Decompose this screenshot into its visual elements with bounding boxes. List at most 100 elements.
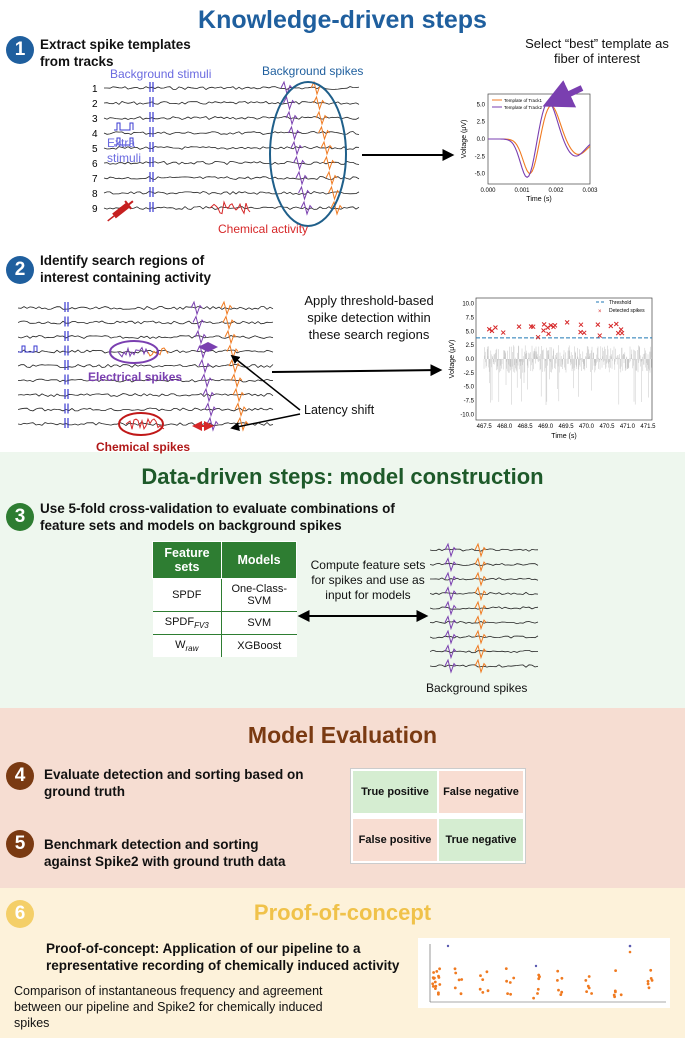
extra-stimulus [114,122,134,131]
extra-stimulus [18,345,38,353]
y-tick-label: 5.0 [466,329,475,335]
frequency-point [646,982,650,986]
background-spike [325,170,338,186]
frequency-point [537,977,541,981]
stimulus-artifact [64,389,69,399]
stimulus-artifact [64,418,69,428]
trace-line [103,176,360,180]
model-table: Feature sets Models SPDF One-Class-SVM S… [152,541,297,658]
x-axis-label: Time (s) [526,196,551,203]
feature-cell: SPDF [152,578,222,612]
trace-line [18,407,274,412]
chemical-spike-trace [125,417,165,431]
background-spike [474,658,487,674]
detected-spike-marker [578,322,584,328]
trace-line [103,191,360,195]
detected-spike-marker [486,326,492,332]
electrical-spike [232,387,245,403]
stimulus-artifact [64,302,69,312]
frequency-point [557,988,560,992]
extra-stimuli-label: Extra stimuli [107,136,142,165]
frequency-point [454,971,458,975]
trace-line [103,131,360,135]
frequency-point [612,993,616,997]
legend-entry: Threshold [609,300,631,306]
background-spike-traces [430,542,539,674]
step-2-text: Identify search regions of interest cont… [40,253,212,285]
frequency-comparison-plot [418,938,670,1008]
frequency-point [587,975,591,978]
data-driven-section [0,452,685,708]
track-number: 8 [92,189,98,200]
frequency-point [486,989,490,993]
frequency-point [560,990,564,994]
electrical-spike [200,373,213,389]
electrical-spike [224,329,237,345]
detected-spike-marker [541,328,546,333]
legend-swatch: × [598,309,602,315]
detected-spike-marker [551,324,556,330]
step-1-badge: 1 [6,36,34,64]
electrical-spikes-label: Electrical spikes [88,370,183,384]
stimulus-artifact [149,142,154,152]
legend-swatch [628,950,632,954]
electrical-spike [202,387,215,403]
data-driven-title: Data-driven steps: model construction [141,464,544,489]
detected-spike-marker [530,324,536,330]
detected-spike-marker [564,320,570,325]
electrical-spike [222,315,235,331]
background-spike [444,557,457,573]
stimulus-artifact [64,403,69,414]
frequency-point [433,980,437,984]
x-tick-label: 467.5 [477,424,493,430]
background-spike [290,140,303,156]
background-spike [293,155,305,171]
plot-background [418,938,670,1008]
background-spike [315,110,328,126]
frequency-point [614,990,617,994]
trace-line [18,363,274,369]
frequency-point [504,967,508,970]
x-tick-label: 468.0 [497,424,513,430]
y-tick-label: 10.0 [462,302,474,308]
detected-spike-marker [608,323,614,329]
false-positive-cell: False positive [353,819,437,861]
trace-line [430,591,539,596]
background-spike [444,542,457,558]
frequency-point [650,979,654,982]
background-spike [313,95,325,111]
stimulus-artifact [149,112,154,122]
apply-threshold-text: Apply threshold-based spike detection wi… [304,293,434,342]
latency-shift-label: Latency shift [304,403,375,417]
electrical-spike [204,402,217,418]
detected-spike-marker [500,330,506,335]
frequency-point [505,979,508,983]
frequency-point [438,983,442,986]
y-tick-label: -5.0 [464,385,475,391]
background-spike [444,644,457,660]
knowledge-title: Knowledge-driven steps [198,6,487,34]
x-tick-label: 469.5 [559,424,575,430]
track-number: 3 [92,114,98,125]
track-number: 5 [92,144,98,155]
trace-line [18,393,274,398]
step-4-text: Evaluate detection and sorting based on … [44,767,304,799]
detected-spike-marker [541,322,547,327]
y-tick-label: -7.5 [464,399,475,405]
template-curve [488,101,591,178]
frequency-point [646,979,650,983]
background-spike [474,644,487,660]
plot-frame [475,297,653,421]
stimulus-artifact [149,127,154,137]
x-tick-label: 0.003 [582,188,598,194]
background-spike [474,542,487,558]
x-tick-label: 470.5 [599,424,615,430]
trace-line [103,206,360,210]
detected-spike-marker [619,330,625,336]
x-tick-label: 468.5 [518,424,534,430]
background-spike [318,125,330,141]
frequency-point [512,976,516,980]
select-best-text: Select “best” template as fiber of inter… [525,36,669,66]
model-cell: One-Class-SVM [221,578,297,612]
